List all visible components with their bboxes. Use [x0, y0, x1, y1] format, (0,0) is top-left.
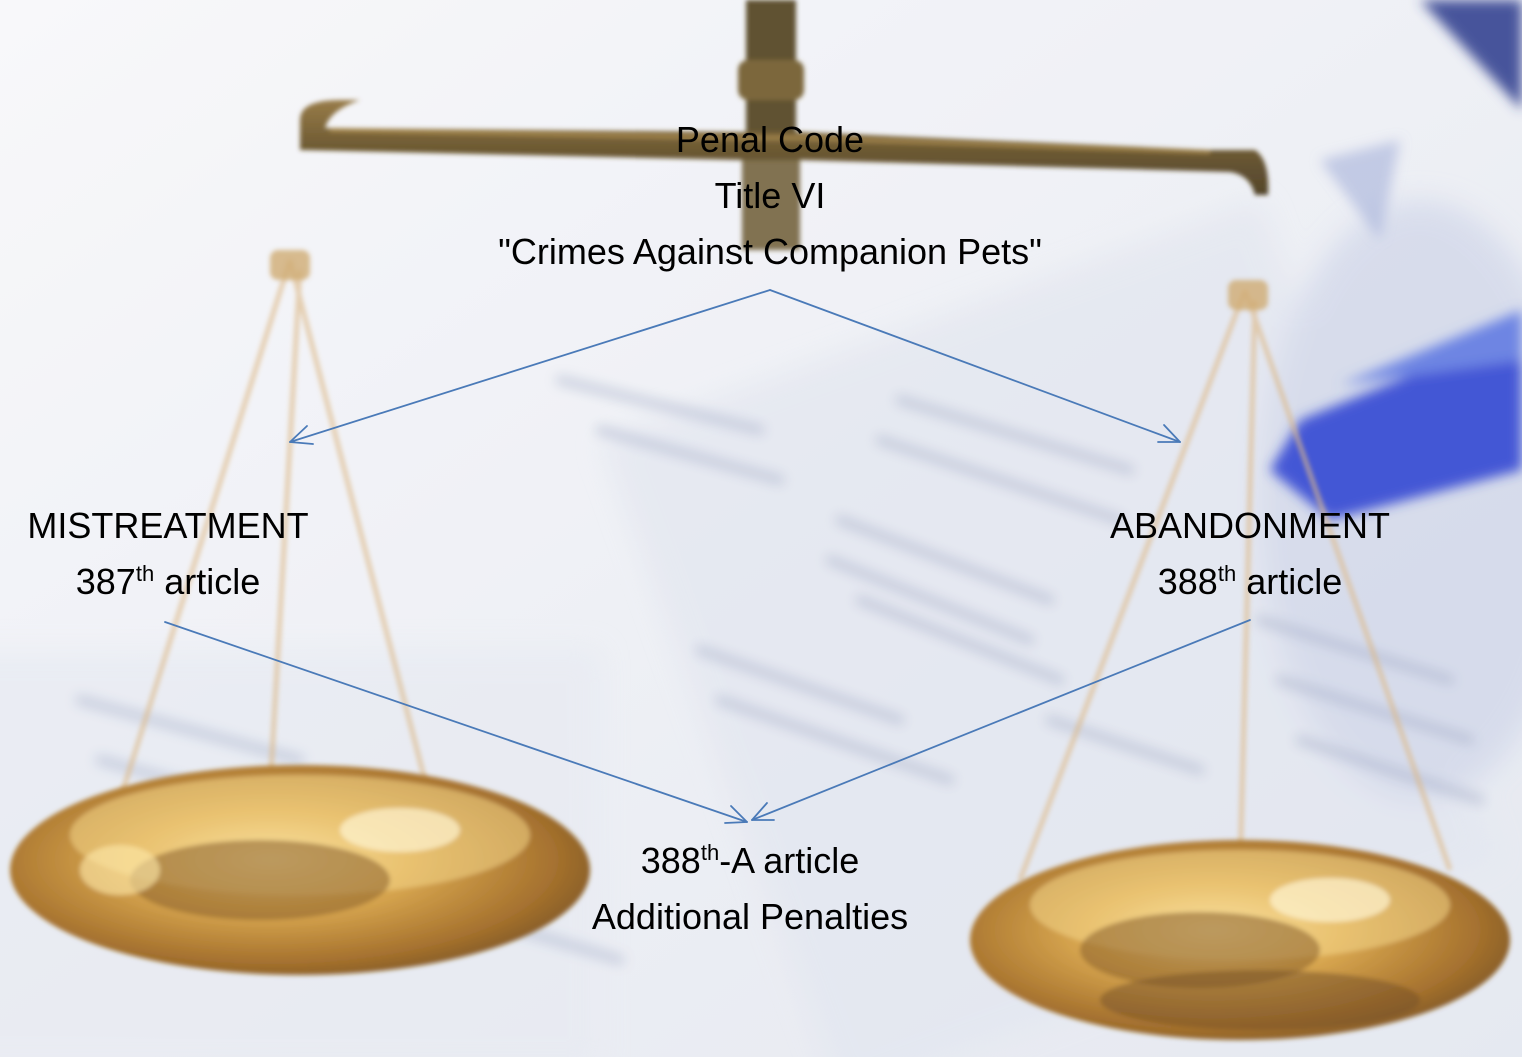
arrow-top-to-left	[289, 289, 771, 445]
node-left-line2: 387th article	[0, 554, 336, 610]
node-mistreatment: MISTREATMENT 387th article	[0, 498, 336, 610]
node-left-rest: article	[154, 561, 261, 602]
node-right-line2: 388th article	[1050, 554, 1450, 610]
node-bottom-rest: -A article	[719, 840, 860, 881]
node-left-number: 387	[75, 561, 136, 602]
arrow-right-to-bottom	[751, 619, 1251, 821]
node-additional-penalties: 388th-A article Additional Penalties	[520, 833, 980, 945]
node-top-line2: Title VI	[714, 175, 826, 216]
node-left-line1: MISTREATMENT	[27, 505, 309, 546]
node-top-line1: Penal Code	[675, 119, 865, 160]
node-right-rest: article	[1236, 561, 1343, 602]
node-left-suffix: th	[135, 561, 155, 586]
node-bottom-number: 388	[640, 840, 701, 881]
node-bottom-suffix: th	[700, 840, 720, 865]
node-abandonment: ABANDONMENT 388th article	[1050, 498, 1450, 610]
node-right-line1: ABANDONMENT	[1109, 505, 1391, 546]
node-top-line3: "Crimes Against Companion Pets"	[498, 231, 1042, 272]
node-penal-code-title: Penal Code Title VI "Crimes Against Comp…	[380, 112, 1160, 280]
node-bottom-line1: 388th-A article	[520, 833, 980, 889]
arrow-top-to-right	[769, 289, 1181, 443]
node-bottom-line2: Additional Penalties	[591, 896, 909, 937]
node-right-suffix: th	[1217, 561, 1237, 586]
arrow-left-to-bottom	[164, 621, 748, 824]
node-right-number: 388	[1157, 561, 1218, 602]
